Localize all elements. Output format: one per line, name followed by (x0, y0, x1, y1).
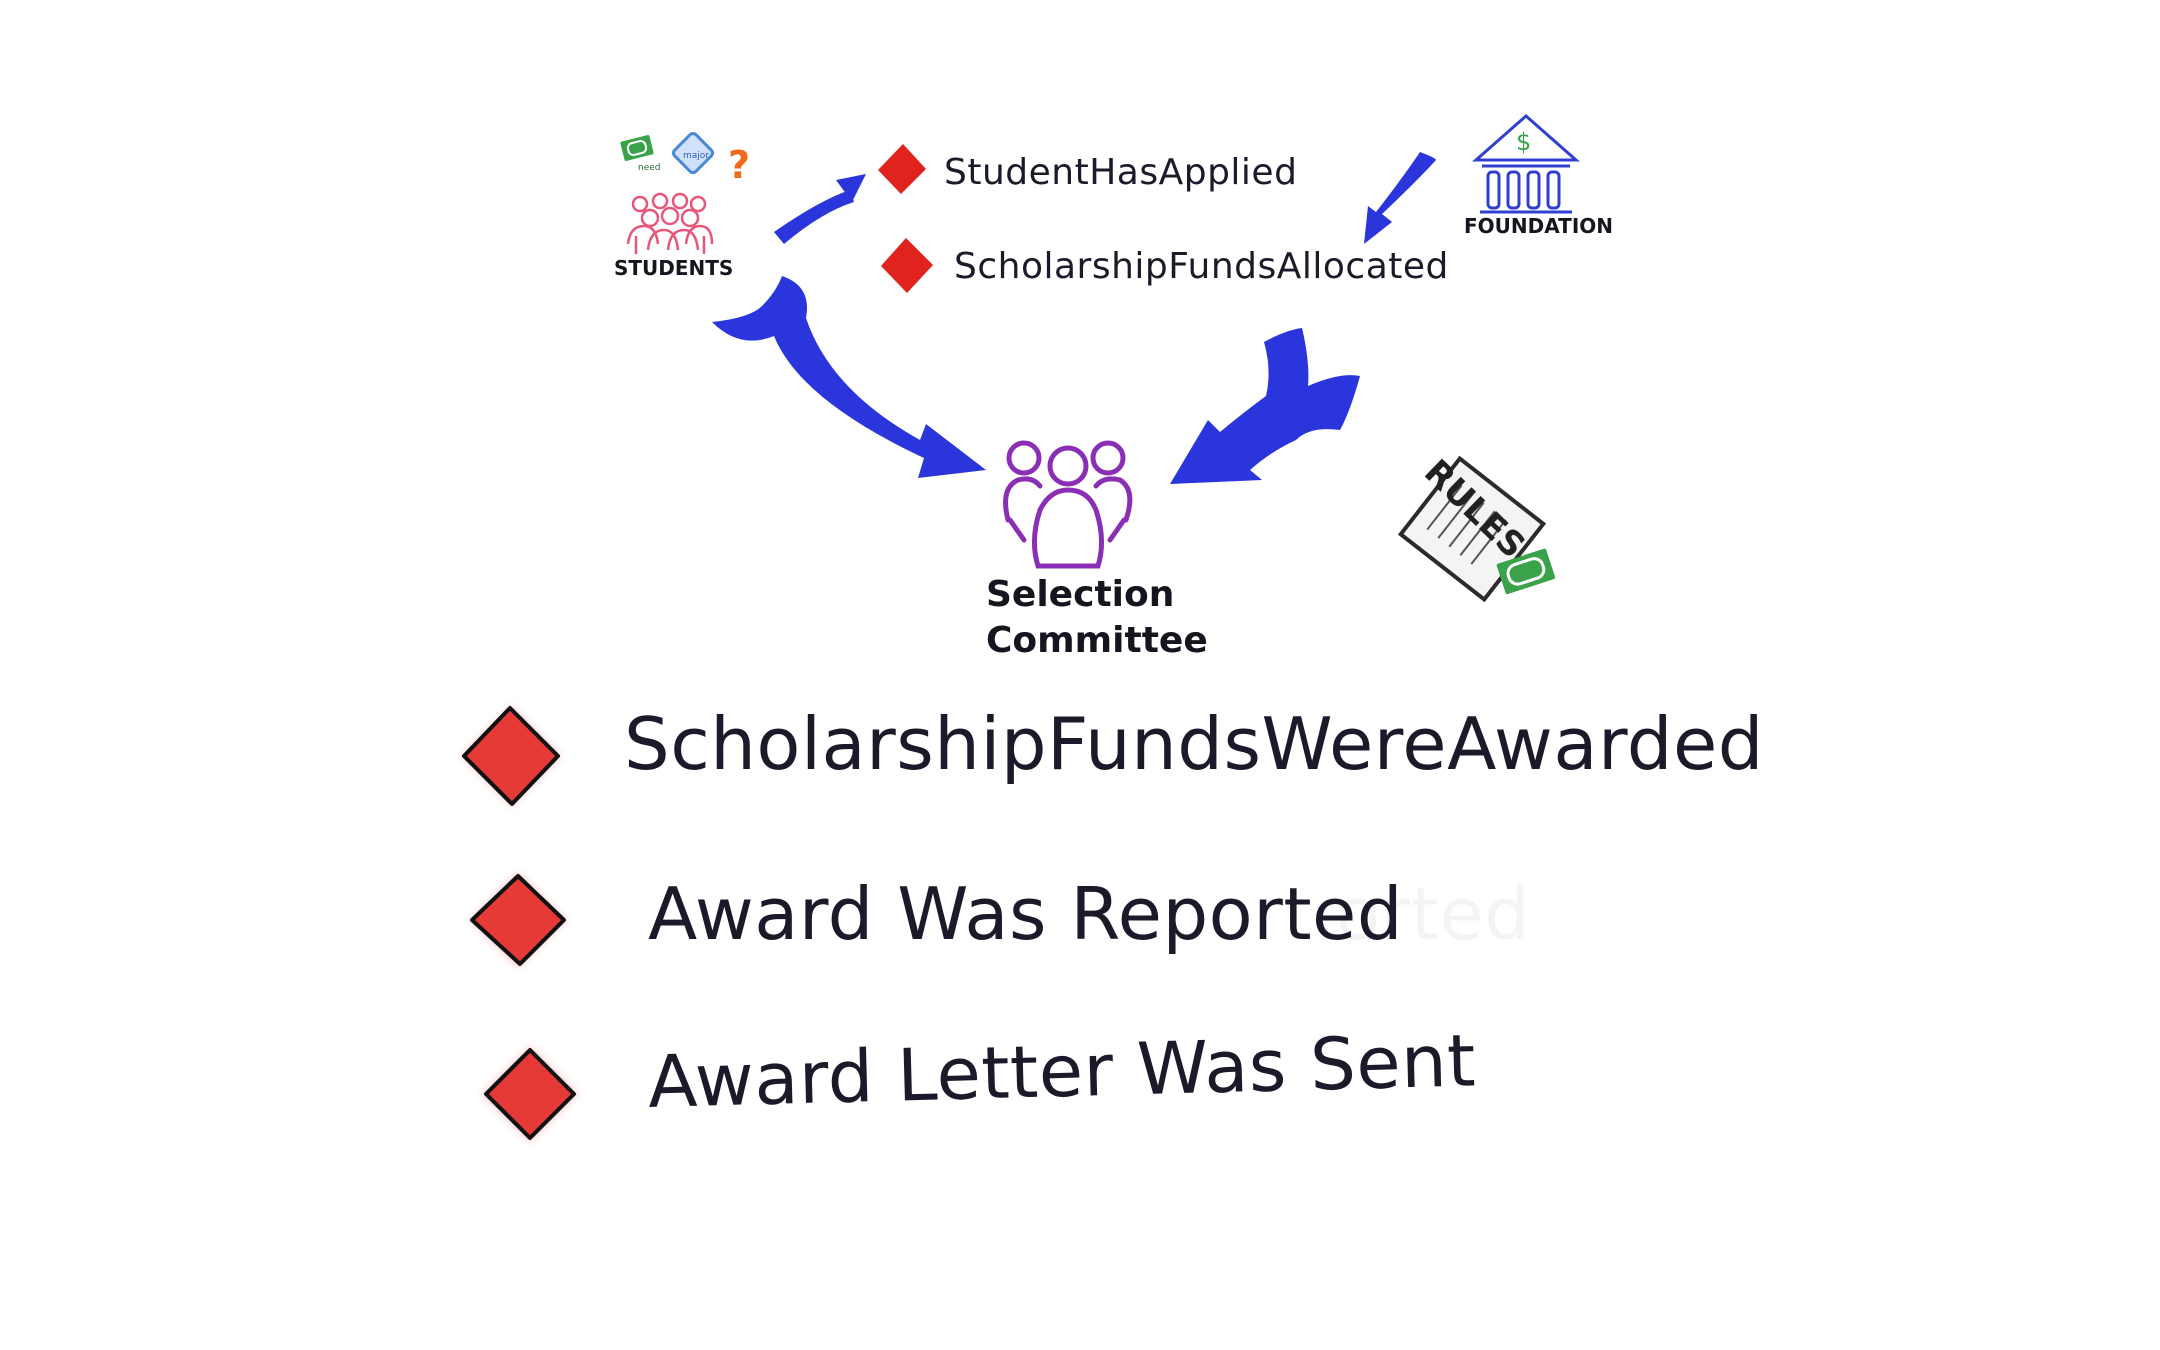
event-diamond-funds-awarded (461, 706, 561, 806)
event-diamond-student-applied (878, 144, 926, 194)
event-student-has-applied: StudentHasApplied (944, 152, 1298, 193)
event-diamond-letter-sent (482, 1046, 578, 1142)
money-need-icon: need (620, 135, 661, 173)
committee-label-line2: Committee (986, 620, 1208, 661)
event-award-was-reported: Award Was Reported (648, 872, 1404, 956)
major-tag-icon: major (671, 131, 715, 175)
foundation-label: FOUNDATION (1464, 214, 1613, 238)
rules-document-icon (1397, 455, 1556, 603)
dollar-sign: $ (1516, 128, 1531, 156)
major-icon-text: major (683, 151, 709, 161)
committee-label: Selection Committee (986, 572, 1208, 664)
arrows (712, 152, 1436, 484)
foundation-bank-icon: $ (1472, 114, 1580, 214)
need-icon-text: need (638, 163, 661, 173)
students-crowd-icon (626, 192, 714, 254)
event-diamond-award-reported (470, 872, 566, 968)
committee-label-line1: Selection (986, 574, 1175, 615)
arrow-rules-to-committee (1170, 328, 1360, 484)
students-actor: need major ? (620, 131, 750, 254)
question-icon: ? (728, 143, 750, 187)
students-label: STUDENTS (614, 256, 734, 280)
event-diamond-funds-allocated (881, 238, 933, 293)
arrow-students-to-committee (712, 276, 986, 478)
arrow-foundation-to-allocated (1364, 152, 1436, 244)
event-scholarship-funds-allocated: ScholarshipFundsAllocated (954, 246, 1449, 287)
event-scholarship-funds-were-awarded: ScholarshipFundsWereAwarded (624, 702, 1764, 786)
ghost-text: orted (1336, 872, 1531, 956)
arrow-students-to-applied (774, 174, 866, 244)
committee-people-icon (1003, 440, 1133, 569)
